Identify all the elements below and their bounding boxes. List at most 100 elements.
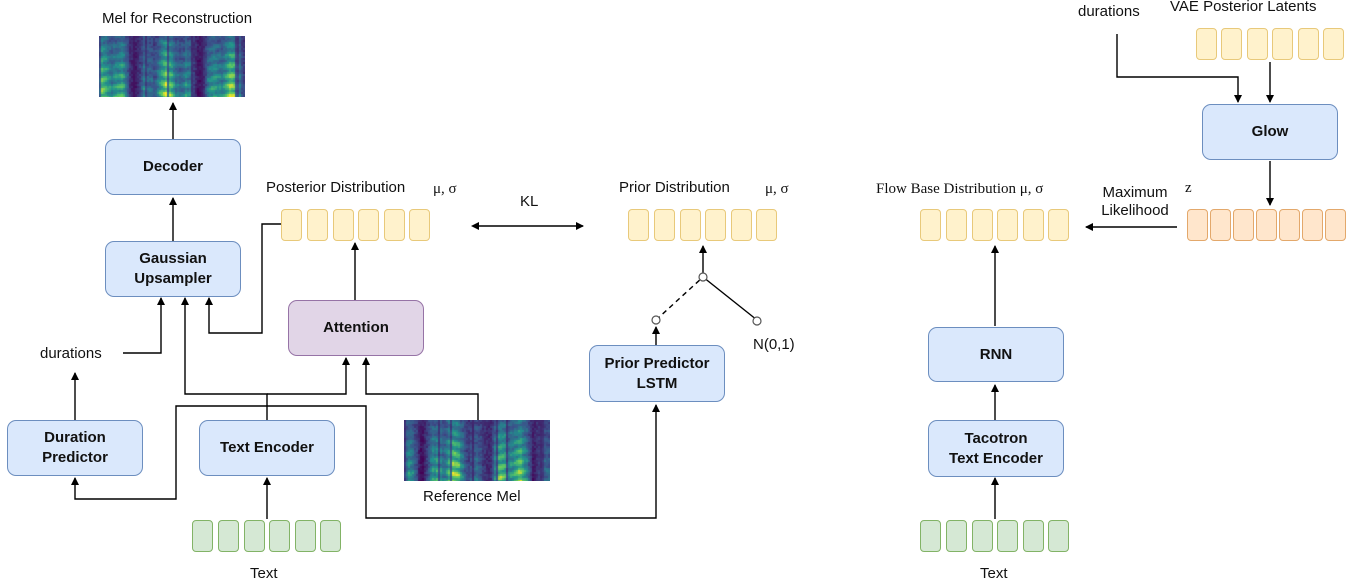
text-token-cell <box>1023 520 1044 552</box>
latent-cell <box>1298 28 1319 60</box>
arrow-text-encoder-to-upsampler <box>181 297 268 420</box>
noise-link <box>702 276 758 321</box>
vae-posterior-latents-label: VAE Posterior Latents <box>1170 0 1317 15</box>
mel-for-reconstruction-spectrogram <box>99 36 245 97</box>
posterior-params-label: μ, σ <box>433 181 457 197</box>
posterior-distribution-label: Posterior Distribution <box>266 179 406 196</box>
latent-cell <box>1323 28 1344 60</box>
spectrogram-texture <box>404 420 550 481</box>
gaussian-upsampler-label-2: Upsampler <box>134 270 212 287</box>
durations-label-right: durations <box>1078 3 1140 20</box>
latent-cell <box>756 209 777 241</box>
flow-base-distribution-label: Flow Base Distribution μ, σ <box>876 181 1044 197</box>
latent-cell <box>654 209 675 241</box>
text-token-cell <box>269 520 290 552</box>
prior-distribution-label: Prior Distribution <box>619 179 730 196</box>
reference-mel-spectrogram <box>404 420 550 481</box>
z-cell <box>1279 209 1300 241</box>
z-cell <box>1256 209 1277 241</box>
latent-cell <box>409 209 430 241</box>
latent-cell <box>1196 28 1217 60</box>
gaussian-upsampler-label-1: Gaussian <box>139 250 207 267</box>
text-token-cell <box>192 520 213 552</box>
text-label-right: Text <box>980 565 1008 582</box>
latent-cell <box>997 209 1018 241</box>
decoder-label: Decoder <box>142 158 204 175</box>
latent-cell <box>1272 28 1293 60</box>
noise-node <box>752 316 762 326</box>
text-token-cell <box>972 520 993 552</box>
prior-params-label: μ, σ <box>765 181 789 197</box>
text-encoder-label: Text Encoder <box>220 439 314 456</box>
latent-cell <box>946 209 967 241</box>
arrow-text-to-prior-predictor <box>267 404 660 519</box>
decoder-box: Decoder <box>105 139 241 195</box>
arrow-durations-to-glow <box>1116 34 1242 103</box>
sample-dashed-link <box>655 276 704 321</box>
z-cell <box>1325 209 1346 241</box>
text-token-cell <box>1048 520 1069 552</box>
rnn-box: RNN <box>928 327 1064 382</box>
attention-label: Attention <box>323 319 389 336</box>
latent-cell <box>628 209 649 241</box>
text-token-cell <box>218 520 239 552</box>
kl-label: KL <box>520 193 539 210</box>
latent-cell <box>1048 209 1069 241</box>
text-label-left: Text <box>250 565 278 582</box>
durations-label-left: durations <box>40 345 102 362</box>
text-token-cell <box>244 520 265 552</box>
latent-cell <box>358 209 379 241</box>
latent-cell <box>1023 209 1044 241</box>
text-token-cell <box>320 520 341 552</box>
sample-node-left <box>651 315 661 325</box>
reference-mel-label: Reference Mel <box>423 488 521 505</box>
glow-label: Glow <box>1251 123 1289 140</box>
latent-cell <box>920 209 941 241</box>
z-cell <box>1210 209 1231 241</box>
arrow-text-encoder-to-attention <box>267 357 350 395</box>
z-cell <box>1302 209 1323 241</box>
duration-predictor-label-1: Duration <box>44 429 106 446</box>
latent-cell <box>307 209 328 241</box>
glow-box: Glow <box>1202 104 1338 160</box>
latent-cell <box>1221 28 1242 60</box>
arrow-posterior-to-upsampler <box>205 223 283 334</box>
spectrogram-texture <box>99 36 245 97</box>
latent-cell <box>1247 28 1268 60</box>
duration-predictor-label-2: Predictor <box>42 449 108 466</box>
latent-cell <box>705 209 726 241</box>
text-encoder-box: Text Encoder <box>199 420 335 476</box>
sample-node-top <box>698 272 708 282</box>
z-cell <box>1233 209 1254 241</box>
rnn-label: RNN <box>979 345 1013 363</box>
arrow-text-to-duration-predictor <box>71 405 267 500</box>
z-label: z <box>1185 180 1192 196</box>
text-token-cell <box>920 520 941 552</box>
n01-label: N(0,1) <box>753 336 795 353</box>
z-cell <box>1187 209 1208 241</box>
text-token-cell <box>997 520 1018 552</box>
text-token-cell <box>946 520 967 552</box>
latent-cell <box>333 209 354 241</box>
mel-for-reconstruction-label: Mel for Reconstruction <box>102 10 253 27</box>
arrow-durations-to-upsampler <box>123 297 165 354</box>
latent-cell <box>972 209 993 241</box>
maximum-likelihood-line-2: Likelihood <box>1101 202 1169 219</box>
latent-cell <box>384 209 405 241</box>
prior-predictor-label-2: LSTM <box>636 374 678 392</box>
tacotron-label-2: Text Encoder <box>949 449 1043 467</box>
arrow-reference-to-attention <box>362 357 479 420</box>
latent-cell <box>731 209 752 241</box>
tacotron-label-1: Tacotron <box>964 429 1028 447</box>
latent-cell <box>680 209 701 241</box>
prior-predictor-label-1: Prior Predictor <box>604 354 710 372</box>
latent-cell <box>281 209 302 241</box>
text-token-cell <box>295 520 316 552</box>
